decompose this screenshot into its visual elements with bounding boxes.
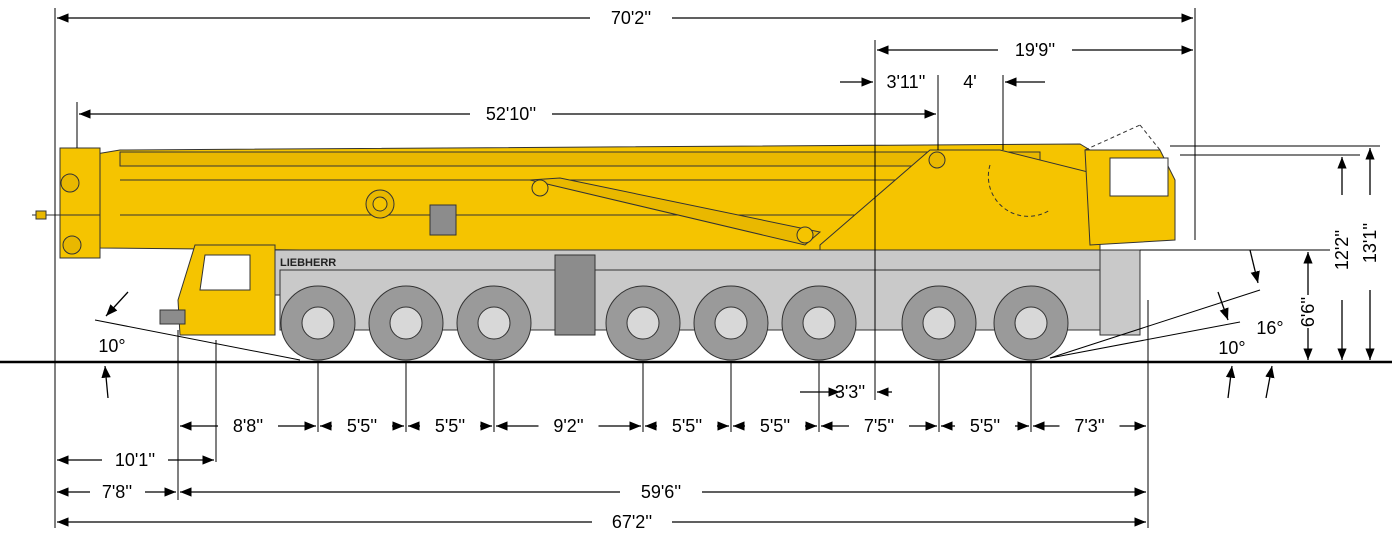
axle-spacing-label: 5'5''	[672, 416, 702, 436]
dim-front-angle: 10°	[98, 336, 125, 356]
axle-spacing-label: 8'8''	[233, 416, 263, 436]
dim-height-total: 13'1''	[1360, 223, 1380, 263]
dim-wheelbase-total: 59'6''	[641, 482, 681, 502]
dim-height-cab: 12'2''	[1332, 230, 1352, 270]
dim-boom-length: 52'10''	[486, 104, 536, 124]
wheel-hub	[301, 306, 335, 340]
dim-rear-angle-2: 16°	[1256, 318, 1283, 338]
axle-spacing-label: 5'5''	[760, 416, 790, 436]
dim-front-overhang: 7'8''	[102, 482, 132, 502]
dim-rear-offset-2: 4'	[963, 72, 976, 92]
axle-spacing-label: 5'5''	[347, 416, 377, 436]
crane-cab	[1084, 124, 1176, 246]
extension-lines	[54, 8, 1380, 528]
wheel-hub	[477, 306, 511, 340]
wheel-hub	[802, 306, 836, 340]
dim-superstructure-rear: 19'9''	[1015, 40, 1055, 60]
wheel-hub	[714, 306, 748, 340]
dim-overall-bottom: 67'2''	[612, 512, 652, 532]
telescopic-boom	[32, 143, 1091, 259]
dim-rear-offset-1: 3'11''	[886, 72, 925, 92]
driver-cab	[159, 244, 276, 336]
axle-spacing-label: 9'2''	[553, 416, 583, 436]
wheel-hub	[626, 306, 660, 340]
brand-logo: LIEBHERR	[280, 257, 336, 269]
dim-front-to-first-axle: 10'1''	[115, 450, 155, 470]
dim-rear-angle-1: 10°	[1218, 338, 1245, 358]
dim-center-offset: 3'3''	[835, 382, 865, 402]
dim-height-clearance: 6'6''	[1298, 297, 1318, 327]
axle-spacing-label: 7'5''	[864, 416, 894, 436]
luffing-cylinder	[529, 177, 822, 246]
wheel-hub	[1014, 306, 1048, 340]
wheel-hub	[389, 306, 423, 340]
crane-illustration: LIEBHERR	[32, 124, 1176, 361]
axle-spacing-row: 8'8'' 5'5'' 5'5'' 9'2'' 5'5'' 5'5'' 7'5'' 5'5''…	[180, 416, 1146, 436]
wheel-hub	[922, 306, 956, 340]
dim-overall-top: 70'2''	[611, 8, 651, 28]
wheel-group	[280, 285, 1069, 361]
axle-spacing-label: 7'3''	[1074, 416, 1104, 436]
axle-spacing-label: 5'5''	[970, 416, 1000, 436]
axle-spacing-label: 5'5''	[435, 416, 465, 436]
